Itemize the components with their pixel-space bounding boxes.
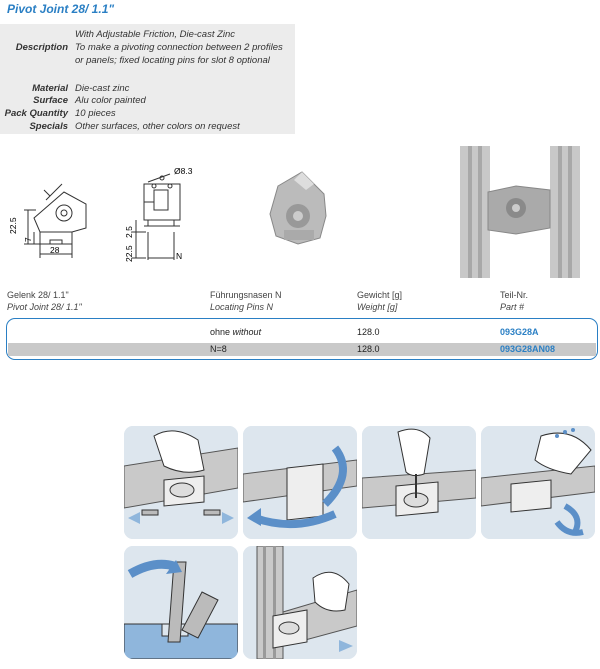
technical-drawing-angled: 22.5 7 28: [8, 183, 87, 258]
spec-key: Surface: [33, 95, 68, 106]
col-header-product: Gelenk 28/ 1.1": [7, 290, 69, 300]
cell-part-number: 093G28AN08: [500, 344, 556, 354]
col-header-pins-en: Locating Pins N: [210, 302, 274, 312]
product-table: [6, 318, 598, 360]
col-header-pins: Führungsnasen N: [210, 290, 282, 300]
spec-value: Die-cast zinc: [75, 83, 130, 94]
col-header-product-en: Pivot Joint 28/ 1.1": [7, 302, 82, 312]
col-header-weight-en: Weight [g]: [357, 302, 398, 312]
spec-value: To make a pivoting connection between 2 …: [75, 42, 283, 53]
spec-value: With Adjustable Friction, Die-cast Zinc: [75, 29, 236, 40]
assembly-step-4: [481, 426, 595, 539]
table-row: ohne without: [210, 327, 261, 337]
technical-drawing-side: Ø8.3 2.5 22.5 N: [124, 166, 193, 262]
dim-label: 22.5: [8, 217, 18, 234]
application-photo: [460, 146, 580, 278]
cell-weight: 128.0: [357, 327, 380, 337]
dim-label: Ø8.3: [174, 166, 193, 176]
dim-label: 7: [23, 237, 33, 242]
spec-value: Alu color painted: [75, 95, 146, 106]
assembly-step-6: [243, 546, 357, 659]
assembly-step-2: [243, 426, 357, 539]
spec-value: Other surfaces, other colors on request: [75, 121, 240, 132]
cell-part-number: 093G28A: [500, 327, 539, 337]
spec-key: Material: [32, 83, 68, 94]
assembly-step-5: [124, 546, 238, 659]
dim-label: 28: [50, 245, 60, 255]
spec-box: With Adjustable Friction, Die-cast Zinc …: [0, 24, 295, 134]
col-header-part-en: Part #: [500, 302, 525, 312]
cell-pins-en: without: [232, 327, 262, 337]
cell-pins: N=8: [210, 344, 227, 354]
product-title: Pivot Joint 28/ 1.1": [7, 2, 115, 16]
spec-key: Description: [15, 42, 68, 53]
cell-weight: 128.0: [357, 344, 380, 354]
col-header-part: Teil-Nr.: [500, 290, 529, 300]
product-photo: [269, 171, 327, 245]
table-row-highlight: [8, 343, 596, 356]
spec-value: or panels; fixed locating pins for slot …: [75, 55, 270, 66]
spec-key: Pack Quantity: [4, 108, 68, 119]
cell-pins: ohne: [210, 327, 231, 337]
col-header-weight: Gewicht [g]: [357, 290, 403, 300]
assembly-step-1: [124, 426, 238, 539]
spec-key: Specials: [29, 121, 68, 132]
assembly-step-3: [362, 426, 476, 539]
spec-value: 10 pieces: [75, 108, 116, 119]
dim-label: 2.5: [124, 226, 134, 238]
dim-label: 22.5: [124, 245, 134, 262]
dim-label: N: [176, 251, 182, 261]
